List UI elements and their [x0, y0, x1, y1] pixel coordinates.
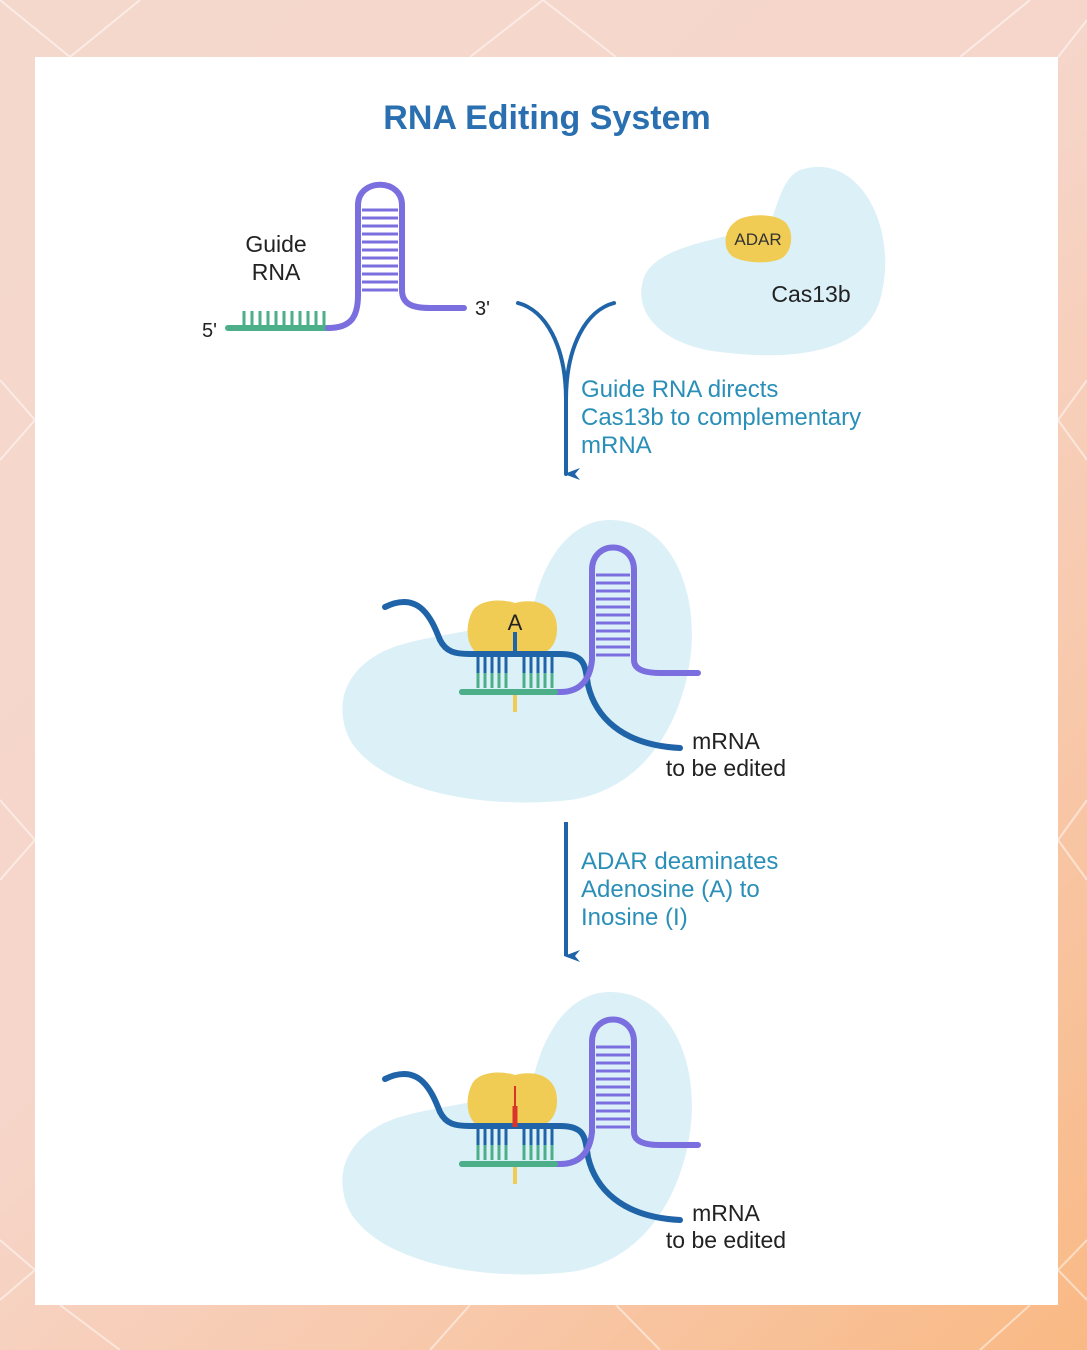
- mrna-label-2-line2: to be edited: [666, 1227, 786, 1253]
- step1-text-line3: mRNA: [581, 432, 652, 459]
- three-prime-label: 3': [475, 298, 490, 320]
- guide-stem-rungs: [362, 208, 398, 292]
- complex-after-editing: [342, 992, 701, 1275]
- guide-seed-ticks: [242, 311, 326, 326]
- step2-text-line3: Inosine (I): [581, 904, 688, 931]
- adenosine-base-label: A: [508, 610, 523, 635]
- guide-rna-label-line1: Guide: [245, 231, 306, 257]
- page-title: RNA Editing System: [383, 99, 710, 137]
- guide-rna: [225, 181, 467, 331]
- step2-text-line2: Adenosine (A) to: [581, 876, 760, 903]
- adar-enzyme: [725, 215, 792, 263]
- guide-rna-label-line2: RNA: [252, 259, 301, 285]
- step2-text-line1: ADAR deaminates: [581, 848, 778, 875]
- adar-label: ADAR: [734, 230, 781, 249]
- mrna-label-1-line2: to be edited: [666, 755, 786, 781]
- cas13b-label: Cas13b: [771, 281, 850, 307]
- step1-text-line2: Cas13b to complementary: [581, 404, 861, 431]
- mrna-label-1-line1: mRNA: [692, 728, 760, 754]
- five-prime-label: 5': [202, 320, 217, 342]
- converge-arrow: [516, 301, 616, 480]
- mrna-label-2-line1: mRNA: [692, 1200, 760, 1226]
- step1-text-line1: Guide RNA directs: [581, 376, 778, 403]
- complex-before-editing: [342, 520, 701, 803]
